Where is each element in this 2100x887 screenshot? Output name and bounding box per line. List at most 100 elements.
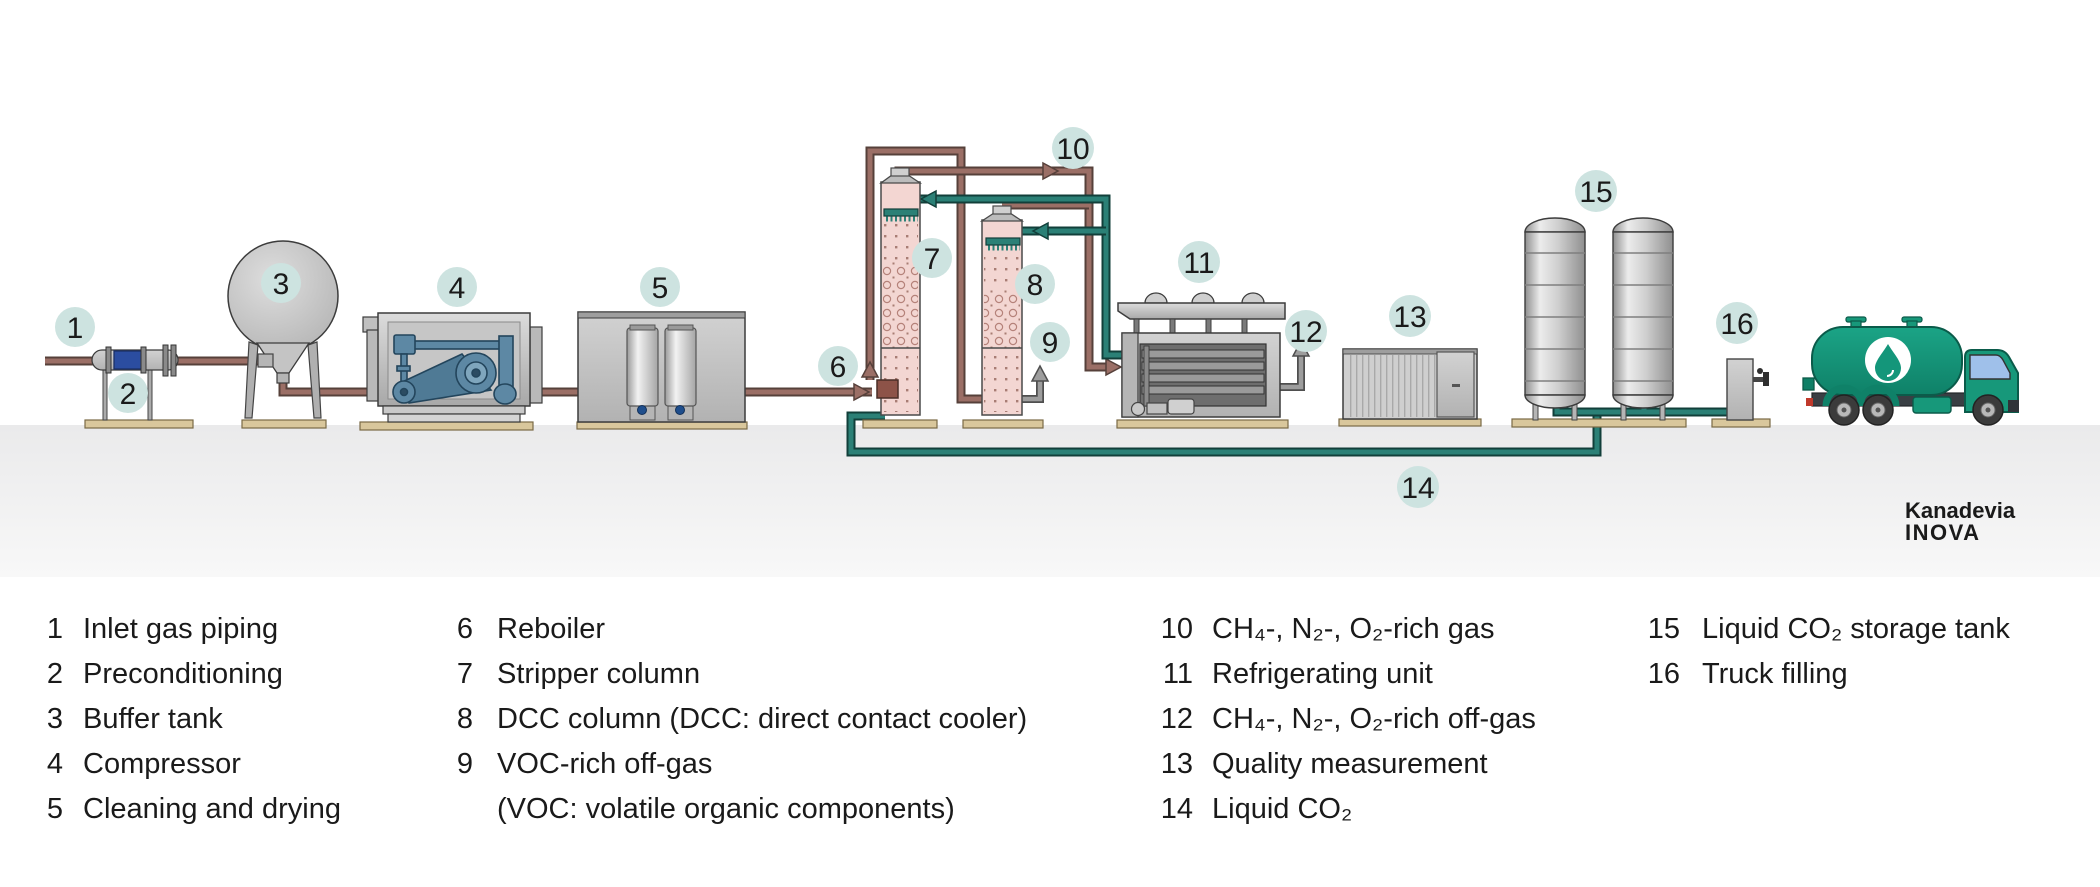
refrigeration-pump <box>1130 398 1195 417</box>
truck-wheels <box>1828 394 2004 426</box>
legend-item-number: 16 <box>1648 658 1680 690</box>
label-text: 15 <box>1579 176 1612 209</box>
legend-item-label: Buffer tank <box>83 703 223 735</box>
filling-nozzle <box>1753 377 1765 382</box>
legend-item-number: 14 <box>1161 793 1193 825</box>
legend-item-label: Reboiler <box>497 613 605 645</box>
legend-item-number: 8 <box>457 703 473 735</box>
legend-item-label: Stripper column <box>497 658 700 690</box>
label-text: 7 <box>924 243 941 276</box>
gas-flow-arrow <box>853 382 871 402</box>
legend-item-label: Liquid CO₂ storage tank <box>1702 613 2010 645</box>
legend-item-number: 10 <box>1161 613 1193 645</box>
legend-column-4: 15 Liquid CO₂ storage tank 16 Truck fill… <box>1648 613 2011 690</box>
label-text: 1 <box>67 312 84 345</box>
legend-column-1: 1 Inlet gas piping 2 Preconditioning 3 B… <box>47 613 341 825</box>
legend-item-number: 15 <box>1648 613 1680 645</box>
logo-line-2: INOVA <box>1905 520 1981 545</box>
legend-item-number: 2 <box>47 658 63 690</box>
reboiler <box>876 379 899 399</box>
label-14: 14 <box>1397 466 1439 508</box>
legend-item-number: 4 <box>47 748 63 780</box>
dryer-vessels <box>626 324 697 421</box>
label-text: 11 <box>1183 247 1214 280</box>
legend-item-label: CH₄-, N₂-, O₂-rich off-gas <box>1212 703 1536 735</box>
truck-toolbox <box>1912 396 1952 414</box>
storage-tank <box>1524 217 1586 421</box>
legend-item-number: 13 <box>1161 748 1193 780</box>
legend-item-number: 5 <box>47 793 63 825</box>
label-5: 5 <box>640 267 680 307</box>
compressor-belt-drive <box>392 334 517 405</box>
legend-item-label: CH₄-, N₂-, O₂-rich gas <box>1212 613 1494 645</box>
label-10: 10 <box>1052 127 1094 169</box>
preconditioning-unit <box>91 344 179 421</box>
label-text: 8 <box>1027 269 1044 302</box>
spray-header <box>883 208 919 217</box>
legend-item-number: 1 <box>47 613 63 645</box>
legend-item-label: DCC column (DCC: direct contact cooler) <box>497 703 1027 735</box>
gas-flow-arrow <box>860 360 880 378</box>
label-12: 12 <box>1285 310 1327 352</box>
truck-window <box>1969 354 2011 380</box>
label-text: 10 <box>1056 133 1089 166</box>
equipment-bases <box>84 418 1771 431</box>
quality-measurement-container <box>1342 348 1478 420</box>
truck-taillight <box>1806 398 1813 406</box>
legend-item-number: 7 <box>457 658 473 690</box>
legend-item-label: Preconditioning <box>83 658 283 690</box>
legend-item-number: 3 <box>47 703 63 735</box>
refrigerating-unit <box>1117 292 1286 418</box>
label-6: 6 <box>818 346 858 386</box>
gas-flow-arrow <box>1042 161 1060 181</box>
legend-item-label: Refrigerating unit <box>1212 658 1433 690</box>
label-15: 15 <box>1575 170 1617 212</box>
liquid-flow-arrow <box>1031 221 1049 241</box>
legend-item-label: VOC-rich off-gas <box>497 748 712 780</box>
label-text: 14 <box>1401 472 1434 505</box>
vent-voc-off-gas <box>1022 364 1050 403</box>
label-text: 16 <box>1720 308 1753 341</box>
spray-header <box>985 237 1021 246</box>
legend-item-label: Truck filling <box>1702 658 1848 690</box>
label-9: 9 <box>1030 322 1070 362</box>
legend: 1 Inlet gas piping 2 Preconditioning 3 B… <box>47 613 2011 825</box>
co2-tanker-truck <box>1802 316 2019 426</box>
legend-item-number: 9 <box>457 748 473 780</box>
label-4: 4 <box>437 267 477 307</box>
legend-item-number: 11 <box>1163 658 1193 690</box>
legend-column-2: 6 Reboiler 7 Stripper column 8 DCC colum… <box>457 613 1027 825</box>
legend-item-label: Compressor <box>83 748 241 780</box>
label-8: 8 <box>1015 264 1055 304</box>
liquid-flow-arrow <box>919 189 937 209</box>
label-3: 3 <box>261 263 301 303</box>
label-text: 9 <box>1042 327 1059 360</box>
label-2: 2 <box>108 373 148 413</box>
label-text: 3 <box>273 268 290 301</box>
vendor-logo: Kanadevia INOVA <box>1905 498 2016 545</box>
label-11: 11 <box>1178 241 1220 283</box>
label-text: 6 <box>830 351 847 384</box>
legend-item-label: Liquid CO₂ <box>1212 793 1352 825</box>
gas-flow-arrow <box>1105 357 1123 377</box>
label-text: 5 <box>652 272 669 305</box>
label-7: 7 <box>912 238 952 278</box>
vent-arrow-icon <box>1030 364 1050 382</box>
label-text: 13 <box>1393 301 1426 334</box>
label-text: 2 <box>120 378 137 411</box>
legend-item-label: (VOC: volatile organic components) <box>497 793 955 825</box>
compressor <box>362 312 543 423</box>
storage-tank <box>1612 217 1674 421</box>
dcc-column <box>979 205 1025 416</box>
stripper-column <box>879 167 923 416</box>
legend-item-label: Inlet gas piping <box>83 613 278 645</box>
legend-item-number: 12 <box>1161 703 1193 735</box>
component-labels: 1 2 3 4 5 6 7 8 9 10 11 12 13 14 15 16 <box>55 127 1758 508</box>
liquid-co2-storage-tanks <box>1524 217 1674 421</box>
logo-line-1: Kanadevia <box>1905 498 2016 523</box>
legend-item-label: Cleaning and drying <box>83 793 341 825</box>
truck-filling-station <box>1726 358 1769 421</box>
label-1: 1 <box>55 307 95 347</box>
